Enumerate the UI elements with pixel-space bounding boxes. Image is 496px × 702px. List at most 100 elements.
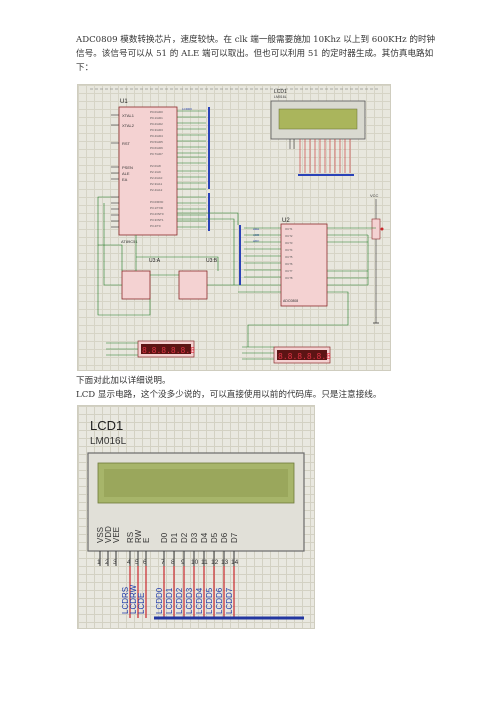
svg-text:P3.3/INT1: P3.3/INT1 xyxy=(150,218,164,222)
svg-text:P3.0/RXD: P3.0/RXD xyxy=(150,200,164,204)
lcd-pin-name: D1 xyxy=(170,532,179,543)
svg-text:P0.6/AD6: P0.6/AD6 xyxy=(150,146,163,150)
lcd-pin-number: 6 xyxy=(143,559,147,566)
svg-text:OUT7: OUT7 xyxy=(285,269,293,273)
lcd-pin-number: 13 xyxy=(221,559,229,566)
lcd-pin-name: RW xyxy=(134,529,143,543)
lcd-pin-name: VEE xyxy=(112,527,121,543)
svg-text:P2.0/A8: P2.0/A8 xyxy=(150,164,161,168)
gate-a-label: U3:A xyxy=(149,258,161,264)
svg-text:P2.1/A9: P2.1/A9 xyxy=(150,170,161,174)
lcd-net-label: LCDRS xyxy=(121,587,130,614)
lcd-model: LM016L xyxy=(90,436,127,447)
lcd-pin-name: D3 xyxy=(190,532,199,543)
svg-text:P0.1/AD1: P0.1/AD1 xyxy=(150,116,163,120)
lcd-pin-number: 8 xyxy=(171,559,175,566)
lcd-pin-name: VSS xyxy=(96,527,105,543)
svg-text:OUT1: OUT1 xyxy=(285,227,293,231)
svg-text:P0.2/AD2: P0.2/AD2 xyxy=(150,122,163,126)
lcd-net-label: LCDD0 xyxy=(155,587,164,614)
u2-label: U2 xyxy=(282,218,290,224)
lcd-pin-name: RS xyxy=(126,532,135,543)
svg-text:P2.3/A11: P2.3/A11 xyxy=(150,182,162,186)
u1-psen-pin: PSEN xyxy=(122,165,133,170)
svg-text:OUT4: OUT4 xyxy=(285,248,293,252)
lcd-pin-number: 3 xyxy=(113,559,117,566)
u2-adc-chip xyxy=(280,223,328,307)
lcd-model-label: LM016L xyxy=(274,95,287,99)
svg-text:P2.4/A12: P2.4/A12 xyxy=(150,188,163,192)
lcd-net-label: LCDD2 xyxy=(175,587,184,614)
u1-ea-pin: EA xyxy=(122,177,128,182)
lcd-pin-name: VDD xyxy=(104,526,113,543)
explanation-line: 下面对此加以详细说明。 xyxy=(76,376,171,386)
lcd-pin-number: 5 xyxy=(135,559,139,566)
svg-text:OUT2: OUT2 xyxy=(285,234,293,238)
lcd-pin-name: D6 xyxy=(220,532,229,543)
svg-text:8.8.8.8.8.8: 8.8.8.8.8.8 xyxy=(142,346,195,355)
lcd-net-label: LCDD1 xyxy=(165,587,174,614)
u1-xtal2-pin: XTAL2 xyxy=(122,123,135,128)
lcd-pin-name: D5 xyxy=(210,532,219,543)
lcd-net-label: LCDE xyxy=(137,593,146,614)
lcd-pin-number: 9 xyxy=(181,559,185,566)
lcd-pin-number: 14 xyxy=(231,559,239,566)
svg-text:8.8.8.8.8.8: 8.8.8.8.8.8 xyxy=(278,352,331,361)
lcd-pin-name: D4 xyxy=(200,532,209,543)
u1-ale-pin: ALE xyxy=(122,171,130,176)
simulation-schematic: U1 AT89C51 XTAL1 XTAL2 RST PSEN ALE EA P… xyxy=(77,84,391,371)
lcd-pin-name: D7 xyxy=(230,532,239,543)
lcd-net-label: LCDD4 xyxy=(195,587,204,614)
svg-text:P3.1/TXD: P3.1/TXD xyxy=(150,206,164,210)
svg-text:OUT3: OUT3 xyxy=(285,241,293,245)
lcd-net-label: LCDRW xyxy=(129,584,138,614)
u2-model-label: ADC0808 xyxy=(283,299,298,303)
lcd-pin-number: 1 xyxy=(97,559,101,566)
adc-io-label-c: ADC xyxy=(253,239,260,243)
lcd-pin-name: E xyxy=(142,538,151,543)
adc-io-label-a: ADA xyxy=(253,227,259,231)
lcd-pin-number: 10 xyxy=(191,559,199,566)
lcd-pin-number: 7 xyxy=(161,559,165,566)
lcd-pin-name: D0 xyxy=(160,532,169,543)
svg-text:P2.2/A10: P2.2/A10 xyxy=(150,176,163,180)
svg-text:P0.5/AD5: P0.5/AD5 xyxy=(150,140,163,144)
gate-b xyxy=(178,270,208,300)
svg-text:P3.4/T0: P3.4/T0 xyxy=(150,224,161,228)
lcd-title: LCD1 xyxy=(90,418,123,433)
lcd-net-label: LCDD5 xyxy=(205,587,214,614)
lcd-net-label: LCDD6 xyxy=(215,587,224,614)
lcd-pin-number: 4 xyxy=(127,559,131,566)
lcd-glass xyxy=(278,108,358,130)
u1-rst-pin: RST xyxy=(122,141,131,146)
lcd-pin-number: 2 xyxy=(105,559,109,566)
svg-text:P0.7/AD7: P0.7/AD7 xyxy=(150,152,163,156)
u1-mcu-chip xyxy=(118,106,178,236)
u1-label: U1 xyxy=(120,99,128,105)
lcd-net-label: LCDD3 xyxy=(185,587,194,614)
bus-net-label: LCDD0 xyxy=(182,107,192,111)
u1-model-label: AT89C51 xyxy=(121,239,138,244)
intro-paragraph: ADC0809 模数转换芯片，速度较快。在 clk 端一般需要施加 10Khz … xyxy=(76,35,436,73)
svg-text:OUT6: OUT6 xyxy=(285,262,293,266)
lcd-label: LCD1 xyxy=(274,89,287,95)
svg-text:P0.0/AD0: P0.0/AD0 xyxy=(150,110,163,114)
lcd-pin-name: D2 xyxy=(180,532,189,543)
vcc-label: VCC xyxy=(370,193,379,198)
lcd-note-line: LCD 显示电路，这个没多少说的，可以直接使用以前的代码库。只是注意接线。 xyxy=(76,390,382,400)
svg-text:P3.2/INT0: P3.2/INT0 xyxy=(150,212,164,216)
lcd-pin-number: 12 xyxy=(211,559,219,566)
gate-a xyxy=(121,270,151,300)
lcd-net-label: LCDD7 xyxy=(225,587,234,614)
svg-text:OUT8: OUT8 xyxy=(285,276,293,280)
u1-xtal1-pin: XTAL1 xyxy=(122,113,135,118)
svg-text:P0.4/AD4: P0.4/AD4 xyxy=(150,134,163,138)
svg-text:OUT5: OUT5 xyxy=(285,255,293,259)
lcd-pin-number: 11 xyxy=(201,559,208,566)
simulation-circuit-drawing: U1 AT89C51 XTAL1 XTAL2 RST PSEN ALE EA P… xyxy=(90,88,384,364)
gate-b-label: U3:B xyxy=(206,258,218,264)
svg-text:P0.3/AD3: P0.3/AD3 xyxy=(150,128,163,132)
